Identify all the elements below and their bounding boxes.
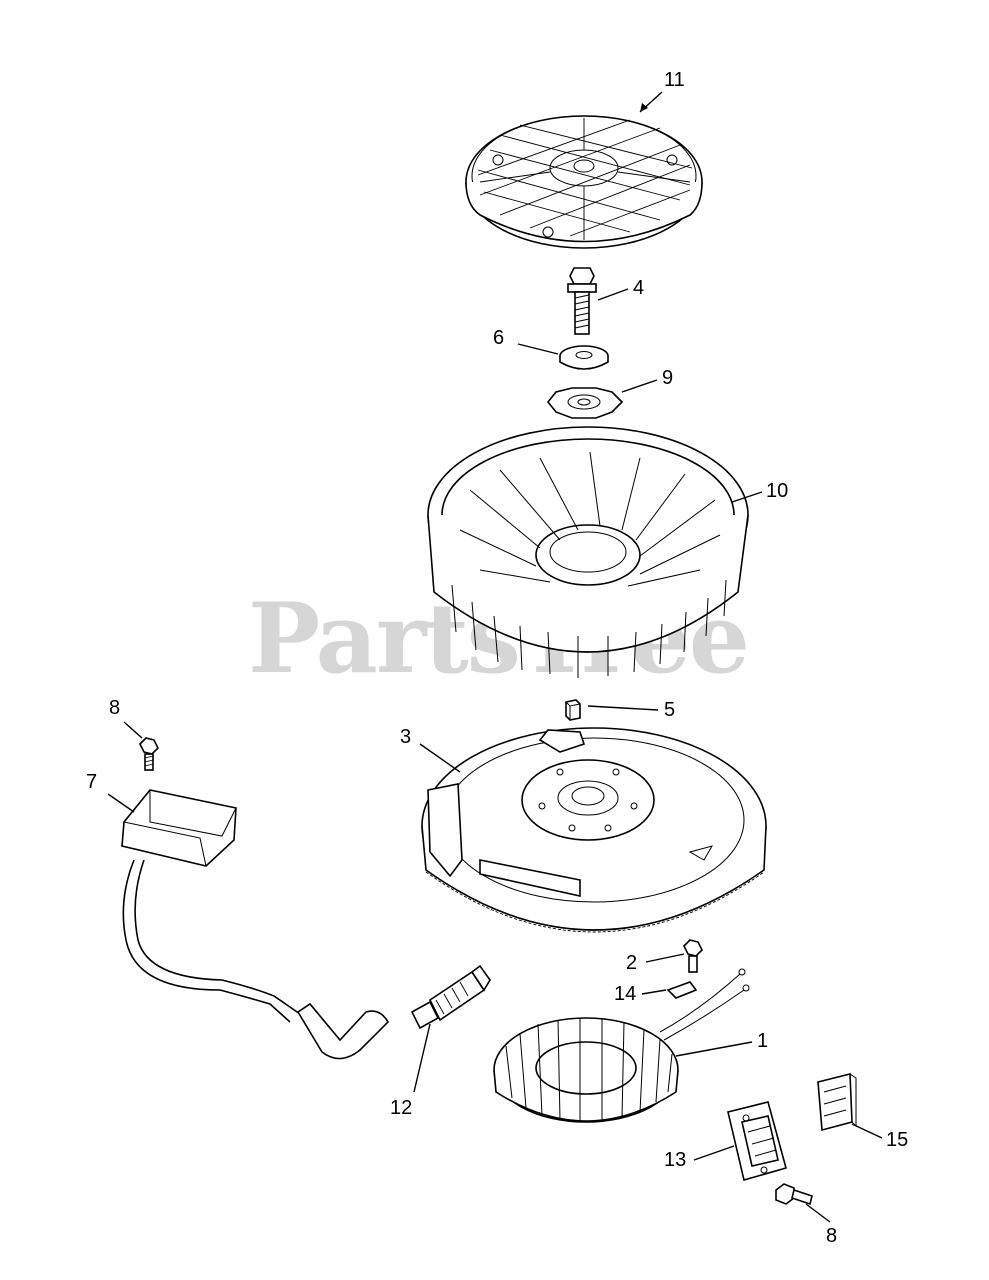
leader-10: [731, 491, 763, 503]
leader-3: [419, 743, 461, 773]
part-2-bolt[interactable]: [683, 939, 703, 973]
part-8-screw-top[interactable]: [139, 737, 159, 771]
callout-2: 2: [626, 952, 637, 974]
callout-11: 11: [664, 69, 685, 91]
callout-4: 4: [633, 277, 644, 299]
callout-15: 15: [886, 1129, 908, 1151]
leader-5: [587, 705, 659, 711]
callout-5: 5: [664, 699, 675, 721]
leader-9: [621, 379, 658, 393]
leader-1: [675, 1041, 753, 1057]
arrow-11: [640, 103, 648, 112]
leader-14: [641, 989, 667, 995]
part-4-bolt[interactable]: [567, 267, 597, 335]
part-14-clip[interactable]: [659, 968, 750, 1041]
leader-15: [851, 1123, 883, 1139]
leader-2: [645, 953, 685, 963]
callout-13: 13: [664, 1149, 686, 1171]
callout-6: 6: [493, 327, 504, 349]
leader-8-top: [123, 721, 143, 739]
callout-14: 14: [614, 983, 636, 1005]
leader-6: [517, 343, 559, 355]
leader-13: [693, 1145, 735, 1161]
callout-1: 1: [757, 1030, 768, 1052]
part-8-screw-bottom[interactable]: [775, 1183, 813, 1206]
part-13-regulator[interactable]: [727, 1101, 787, 1181]
part-3-flywheel[interactable]: [421, 727, 767, 933]
callout-7: 7: [86, 771, 97, 793]
part-15-connector[interactable]: [817, 1072, 857, 1132]
callout-10: 10: [766, 480, 788, 502]
callout-8-top: 8: [109, 697, 120, 719]
part-11-grille[interactable]: [465, 115, 703, 249]
part-6-washer[interactable]: [559, 345, 609, 370]
part-12-spark-plug[interactable]: [410, 964, 491, 1030]
callout-3: 3: [400, 726, 411, 748]
leader-4: [597, 288, 629, 301]
part-9-spacer[interactable]: [546, 387, 624, 419]
callout-8-bottom: 8: [826, 1225, 837, 1247]
part-7-ignition-module[interactable]: [121, 789, 389, 1060]
callout-9: 9: [662, 367, 673, 389]
leader-8-bottom: [805, 1203, 831, 1223]
leader-7: [107, 793, 135, 813]
part-5-key[interactable]: [565, 699, 581, 721]
part-10-fan[interactable]: [427, 426, 749, 678]
leader-12: [413, 1023, 431, 1093]
part-1-stator[interactable]: [493, 1017, 679, 1123]
callout-12: 12: [390, 1097, 412, 1119]
